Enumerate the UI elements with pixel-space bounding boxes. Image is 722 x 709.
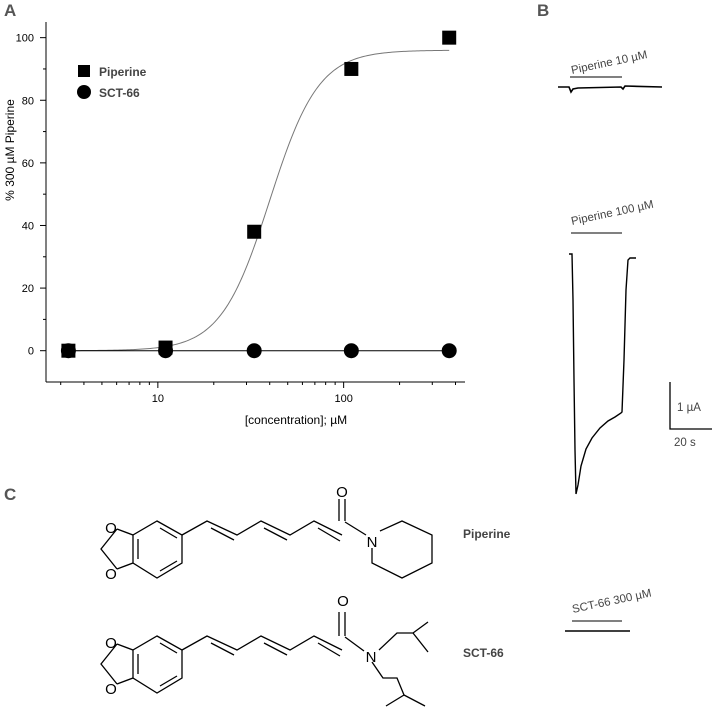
data-point-piperine — [61, 343, 76, 358]
carbonyl-bond — [338, 612, 346, 636]
scale-bar-lines — [669, 382, 712, 430]
structure-piperine-atoms: O O O N Piperine — [105, 484, 511, 583]
molecule-name-sct66: SCT-66 — [463, 646, 504, 660]
benzene-double-bonds — [137, 527, 178, 572]
x-axis-title: [concentration]; µM — [245, 413, 347, 427]
benzene-double-bonds — [137, 642, 178, 687]
y-tick-labels: 0 20 40 60 80 100 — [16, 33, 34, 358]
panel-label-c: C — [4, 485, 16, 504]
atom-label: O — [337, 593, 349, 610]
y-tick-label: 20 — [22, 283, 34, 295]
dioxole-ring — [100, 528, 134, 570]
scale-bar: 1 µA 20 s — [669, 382, 712, 449]
y-axis-title: % 300 µM Piperine — [3, 99, 17, 201]
legend-label-piperine: Piperine — [99, 65, 147, 79]
benzene-ring — [132, 635, 183, 694]
isobutyl-group — [378, 621, 429, 653]
benzene-ring — [132, 520, 183, 579]
trace-label-piperine-100: Piperine 100 µM — [570, 199, 655, 228]
dose-response-chart: 10 100 0 20 40 60 80 100 [concentration]; µM %… — [3, 22, 465, 427]
structure-sct66-atoms: O O O N SCT-66 — [105, 593, 504, 698]
trace-sct66-300: SCT-66 300 µM — [565, 587, 653, 632]
atom-label: N — [367, 534, 378, 551]
amide-bond — [344, 636, 365, 652]
diene-chain — [181, 635, 343, 651]
x-tick-labels: 10 100 — [152, 393, 353, 405]
y-tick-label: 60 — [22, 158, 34, 170]
y-tick-label: 0 — [28, 346, 34, 358]
structure-piperine — [100, 499, 433, 579]
atom-label: N — [366, 649, 377, 666]
structure-sct66 — [100, 612, 429, 707]
data-point-piperine — [344, 61, 359, 76]
trace-label-piperine-10: Piperine 10 µM — [570, 49, 648, 77]
data-point-sct66 — [441, 343, 457, 359]
atom-label: O — [105, 681, 117, 698]
atom-label: O — [105, 566, 117, 583]
data-points — [60, 30, 457, 359]
x-tick-label: 10 — [152, 393, 164, 405]
carbonyl-bond — [338, 499, 346, 521]
current-traces: Piperine 10 µM Piperine 100 µM SCT-66 30… — [558, 49, 712, 632]
y-tick-label: 100 — [16, 33, 34, 45]
y-tick-label: 40 — [22, 220, 34, 232]
y-tick-label: 80 — [22, 95, 34, 107]
trace-label-sct66-300: SCT-66 300 µM — [571, 587, 653, 616]
piperidine-ring — [371, 520, 433, 579]
chart-legend: Piperine SCT-66 — [77, 65, 147, 100]
panel-label-a: A — [4, 1, 16, 20]
molecule-name-piperine: Piperine — [463, 527, 511, 541]
scale-bar-current: 1 µA — [677, 402, 701, 414]
atom-label: O — [105, 635, 117, 652]
trace-piperine-100: Piperine 100 µM — [569, 199, 655, 495]
data-point-piperine — [247, 224, 262, 239]
panel-label-b: B — [537, 1, 549, 20]
isobutyl-group — [371, 661, 426, 707]
scale-bar-time: 20 s — [674, 437, 696, 449]
data-point-piperine — [158, 340, 173, 355]
diene-chain — [181, 520, 343, 536]
chart-axes — [40, 22, 465, 388]
data-point-piperine — [442, 30, 457, 45]
chain-double-bonds — [210, 642, 341, 657]
legend-marker-sct66 — [77, 85, 91, 99]
atom-label: O — [336, 484, 348, 501]
legend-label-sct66: SCT-66 — [99, 86, 140, 100]
data-point-sct66 — [343, 343, 359, 359]
atom-label: O — [105, 520, 117, 537]
chain-double-bonds — [210, 527, 341, 542]
trace-piperine-10: Piperine 10 µM — [558, 49, 663, 94]
amide-bond — [344, 521, 367, 536]
x-tick-label: 100 — [334, 393, 352, 405]
current-trace — [558, 85, 663, 94]
legend-marker-piperine — [78, 65, 90, 77]
dioxole-ring — [100, 643, 134, 685]
current-trace — [569, 253, 636, 495]
data-point-sct66 — [246, 343, 262, 359]
